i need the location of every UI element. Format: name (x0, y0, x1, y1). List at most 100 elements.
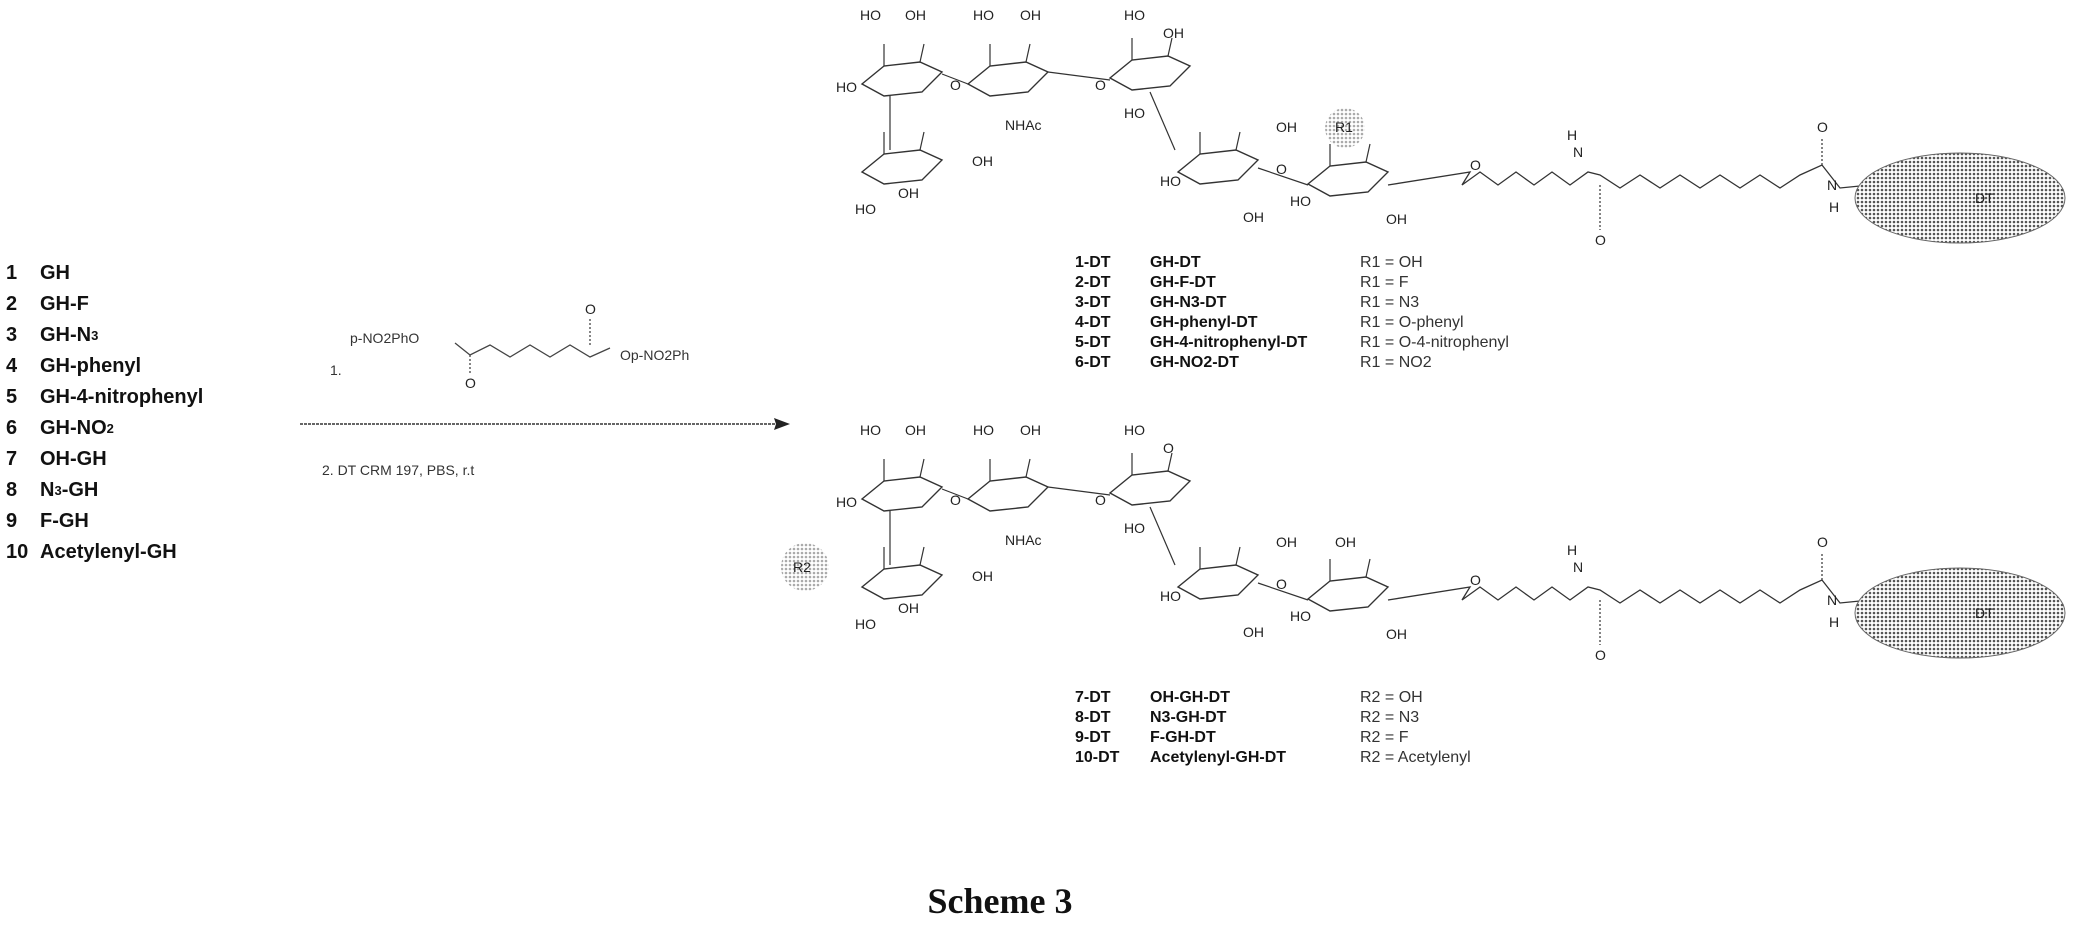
glycosidic-bond (1150, 92, 1175, 150)
atom-label: OH (898, 600, 919, 616)
bond (1236, 547, 1240, 565)
atom-label: HO (1124, 520, 1145, 536)
atom-label: N (1827, 592, 1837, 608)
atom-label: OH (905, 422, 926, 438)
atom-label: O (1276, 576, 1287, 592)
atom-label: OH (1276, 534, 1297, 550)
atom-label: OH (1335, 534, 1356, 550)
atom-label: OH (972, 568, 993, 584)
bottom-conjugate-table: 7-DTOH-GH-DTR2 = OH8-DTN3-GH-DTR2 = N39-… (1075, 688, 1471, 768)
atom-label: DT (1975, 190, 1994, 206)
sugar-ring (862, 565, 942, 599)
conjugate-id: 1-DT (1075, 253, 1150, 273)
atom-label: O (950, 492, 961, 508)
atom-label: OH (1163, 25, 1184, 41)
atom-label: OH (1386, 211, 1407, 227)
conjugate-name: GH-DT (1150, 253, 1360, 273)
atom-label: O (1817, 119, 1828, 135)
atom-label: O (1276, 161, 1287, 177)
substituent: R1 = N3 (1360, 293, 1419, 313)
bond (1026, 459, 1030, 477)
conjugate-id: 2-DT (1075, 273, 1150, 293)
conjugate-id: 9-DT (1075, 728, 1150, 748)
reaction-arrow (300, 418, 790, 430)
conjugate-name: GH-N3-DT (1150, 293, 1360, 313)
atom-label: HO (1124, 7, 1145, 23)
conjugate-name: GH-phenyl-DT (1150, 313, 1360, 333)
atom-label: N (1573, 144, 1583, 160)
atom-label: OH (905, 7, 926, 23)
table-row: 3-DTGH-N3-DTR1 = N3 (1075, 293, 1509, 313)
table-row: 8-DTN3-GH-DTR2 = N3 (1075, 708, 1471, 728)
bond (1026, 44, 1030, 62)
conjugate-name: GH-NO2-DT (1150, 353, 1360, 373)
atom-label: HO (860, 422, 881, 438)
conjugate-name: Acetylenyl-GH-DT (1150, 748, 1360, 768)
atom-label: OH (898, 185, 919, 201)
atom-label: H (1829, 199, 1839, 215)
scheme-caption: Scheme 3 (0, 880, 2000, 922)
substituent: R1 = O-phenyl (1360, 313, 1464, 333)
sugar-ring (862, 62, 942, 96)
atom-label: HO (973, 422, 994, 438)
dt-carrier-protein (1855, 568, 2065, 658)
bond (1366, 559, 1370, 577)
atom-label: H (1567, 127, 1577, 143)
bond (920, 459, 924, 477)
atom-label: HO (1124, 105, 1145, 121)
atom-label: HO (1124, 422, 1145, 438)
conjugate-id: 7-DT (1075, 688, 1150, 708)
atom-label: OH (1386, 626, 1407, 642)
sugar-ring (968, 477, 1048, 511)
atom-label: R2 (793, 559, 811, 575)
top-conjugate-table: 1-DTGH-DTR1 = OH2-DTGH-F-DTR1 = F3-DTGH-… (1075, 253, 1509, 373)
atom-label: O (1163, 440, 1174, 456)
atom-label: O (1595, 647, 1606, 663)
glycosidic-bond (1150, 507, 1175, 565)
dt-carrier-protein (1855, 153, 2065, 243)
atom-label: O (950, 77, 961, 93)
atom-label: O (1595, 232, 1606, 248)
sugar-ring (1308, 162, 1388, 196)
table-row: 10-DTAcetylenyl-GH-DTR2 = Acetylenyl (1075, 748, 1471, 768)
table-row: 6-DTGH-NO2-DTR1 = NO2 (1075, 353, 1509, 373)
conjugate-id: 6-DT (1075, 353, 1150, 373)
atom-label: H (1567, 542, 1577, 558)
bond (920, 132, 924, 150)
substituent: R1 = F (1360, 273, 1408, 293)
bond (1366, 144, 1370, 162)
atom-label: HO (973, 7, 994, 23)
substituent: R2 = OH (1360, 688, 1423, 708)
substituent: R1 = NO2 (1360, 353, 1432, 373)
atom-label: HO (1160, 588, 1181, 604)
atom-label: HO (855, 201, 876, 217)
atom-label: N (1827, 177, 1837, 193)
conjugate-name: GH-F-DT (1150, 273, 1360, 293)
conjugate-id: 3-DT (1075, 293, 1150, 313)
bond (920, 44, 924, 62)
substituent: R2 = N3 (1360, 708, 1419, 728)
atom-label: N (1573, 559, 1583, 575)
sugar-ring (1178, 565, 1258, 599)
table-row: 9-DTF-GH-DTR2 = F (1075, 728, 1471, 748)
atom-label: HO (1290, 193, 1311, 209)
atom-label: OH (1243, 624, 1264, 640)
substituent: R2 = F (1360, 728, 1408, 748)
atom-label: HO (860, 7, 881, 23)
sugar-ring (968, 62, 1048, 96)
atom-label: OH (1020, 7, 1041, 23)
atom-label: HO (836, 494, 857, 510)
atom-label: HO (855, 616, 876, 632)
table-row: 5-DTGH-4-nitrophenyl-DTR1 = O-4-nitrophe… (1075, 333, 1509, 353)
substituent: R1 = O-4-nitrophenyl (1360, 333, 1509, 353)
linker-chain (1388, 165, 1870, 188)
conjugate-id: 10-DT (1075, 748, 1150, 768)
bond (920, 547, 924, 565)
atom-label: HO (1160, 173, 1181, 189)
bond (1236, 132, 1240, 150)
carbonyl-oxygen: O (585, 301, 596, 317)
conjugate-id: 5-DT (1075, 333, 1150, 353)
sugar-ring (1110, 56, 1190, 90)
sugar-ring (862, 150, 942, 184)
